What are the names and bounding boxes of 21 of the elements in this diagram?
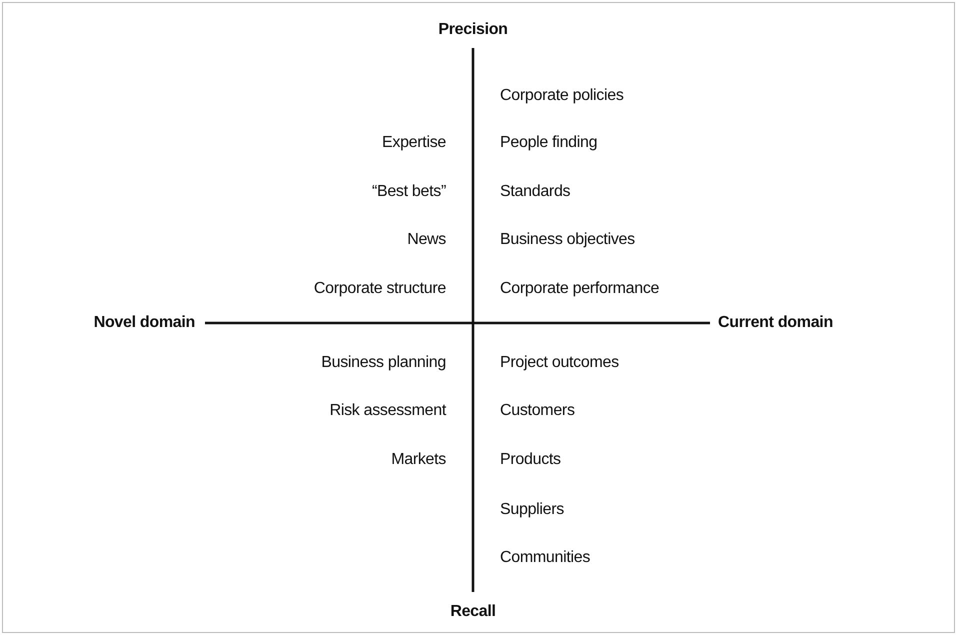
category-label: Corporate policies — [500, 87, 624, 105]
axis-label: Recall — [450, 603, 496, 621]
category-label: Suppliers — [500, 501, 564, 519]
axis-label: Current domain — [718, 314, 833, 332]
category-label: Corporate structure — [314, 280, 446, 298]
category-label: Customers — [500, 402, 575, 420]
category-label: Project outcomes — [500, 354, 619, 372]
category-label: Expertise — [382, 134, 446, 152]
category-label: Standards — [500, 183, 570, 201]
category-label: Risk assessment — [330, 402, 446, 420]
category-label: Communities — [500, 549, 590, 567]
category-label: Business planning — [321, 354, 446, 372]
category-label: Corporate performance — [500, 280, 660, 298]
category-label: Markets — [391, 451, 446, 469]
category-label: People finding — [500, 134, 598, 152]
category-label: “Best bets” — [372, 183, 446, 201]
category-label: Business objectives — [500, 231, 635, 249]
axis-label: Precision — [438, 21, 508, 39]
category-label: Products — [500, 451, 561, 469]
category-label: News — [407, 231, 446, 249]
axis-label: Novel domain — [94, 314, 195, 332]
